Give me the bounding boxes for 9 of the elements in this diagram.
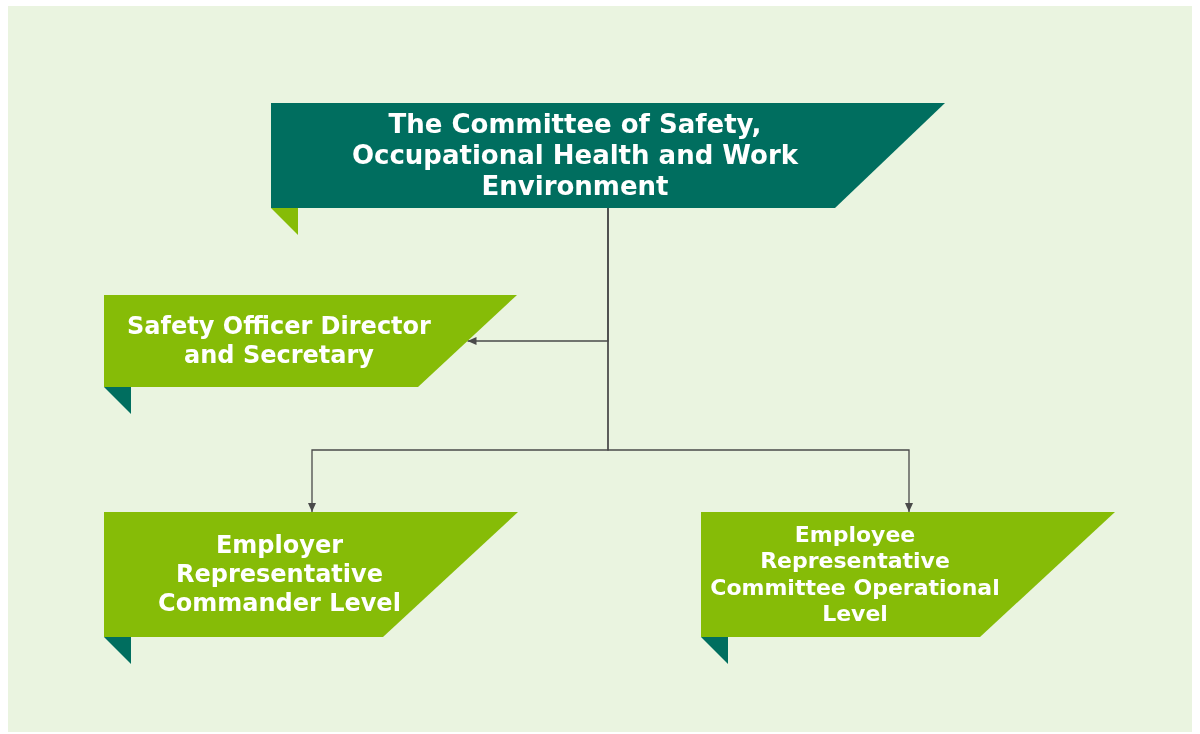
- connector-arrow: [607, 207, 913, 513]
- banner-box: [271, 103, 945, 208]
- box-title: The Committee of Safety, Occupational Health and Work Environment: [350, 108, 800, 203]
- banner-box: [104, 295, 517, 387]
- banner-box: [104, 512, 518, 637]
- box-title: Employer Representative Commander Level: [157, 531, 402, 618]
- box-title: Safety Officer Director and Secretary: [126, 312, 432, 370]
- banner-box: [701, 512, 1115, 637]
- box-title: Employee Representative Committee Operational Level: [709, 521, 1001, 628]
